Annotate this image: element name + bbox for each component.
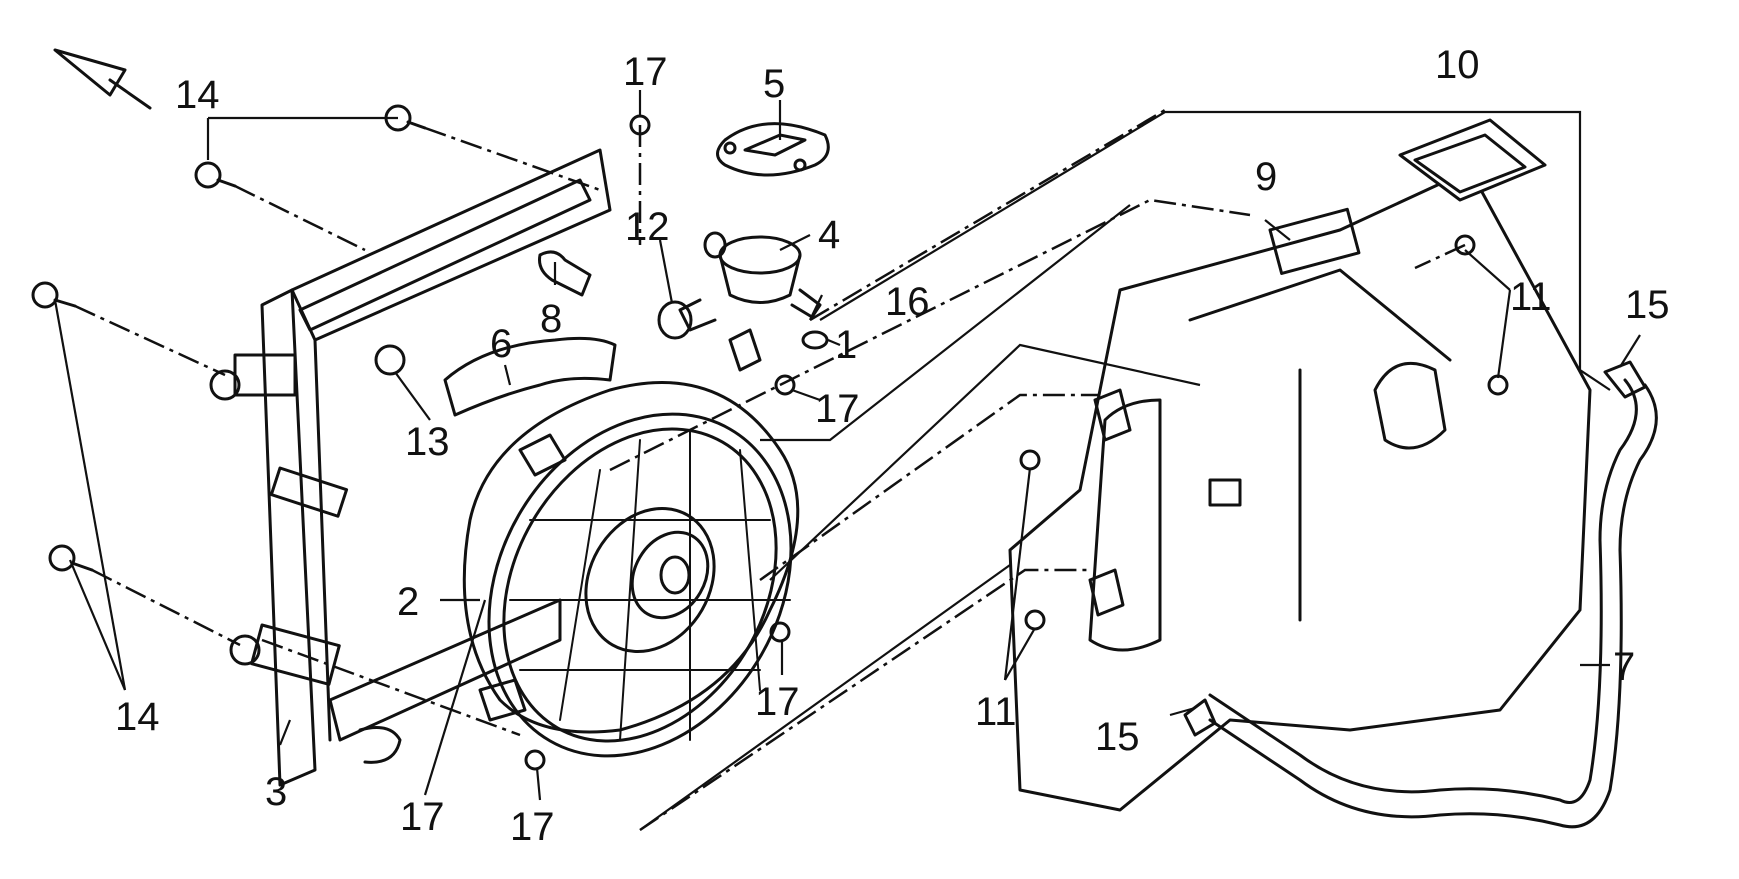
radiator-cap [716, 122, 830, 177]
callout-12: 12 [625, 205, 670, 249]
callout-2: 2 [397, 580, 419, 624]
callout-16: 16 [885, 280, 930, 324]
callout-15-lower: 15 [1095, 715, 1140, 759]
callout-labels: 1 2 3 4 5 6 7 8 9 10 11 11 12 13 14 14 1… [115, 43, 1670, 849]
callout-17-top: 17 [623, 50, 668, 94]
clamp-12 [657, 300, 693, 340]
callout-4: 4 [818, 213, 840, 257]
coolant-reservoir [1008, 168, 1592, 812]
hose-8 [538, 250, 592, 297]
callout-5: 5 [763, 62, 785, 106]
callout-leaders [53, 90, 1641, 801]
callout-17-bottom-left: 17 [400, 795, 445, 839]
callout-11-lower: 11 [975, 690, 1017, 734]
radiator [209, 148, 612, 787]
callout-3: 3 [265, 770, 287, 814]
overflow-hose-7 [1183, 360, 1658, 829]
clamp-1 [801, 330, 829, 350]
callout-17-fan: 17 [755, 680, 800, 724]
callout-8: 8 [540, 297, 562, 341]
callout-7: 7 [1613, 645, 1635, 689]
hose-6 [443, 336, 617, 417]
cooling-fan [462, 328, 800, 758]
callout-17-right: 17 [815, 387, 860, 431]
assembly-outline-lines [639, 110, 1611, 831]
filler-neck [678, 231, 822, 332]
callout-11-upper: 11 [1510, 275, 1552, 319]
callout-15-upper: 15 [1625, 283, 1670, 327]
reservoir-cap-10 [1398, 118, 1547, 202]
callout-13: 13 [405, 420, 450, 464]
callout-1: 1 [835, 323, 857, 367]
callout-6: 6 [490, 322, 512, 366]
orientation-arrow-icon [53, 48, 152, 110]
callout-17-bottom: 17 [510, 805, 555, 849]
callout-10: 10 [1435, 43, 1480, 87]
hose-clamp-13 [374, 344, 406, 376]
callout-14-upper: 14 [175, 73, 220, 117]
callout-14-lower: 14 [115, 695, 160, 739]
callout-9: 9 [1255, 155, 1277, 199]
alignment-lines [74, 108, 1466, 832]
